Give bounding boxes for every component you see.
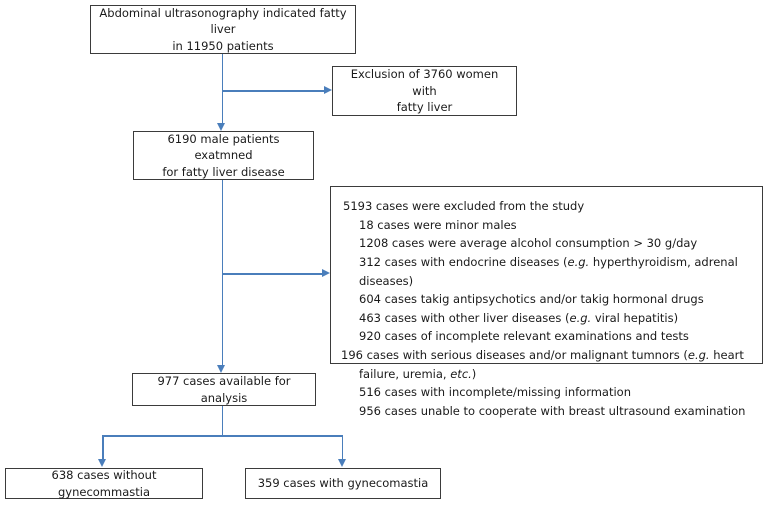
arrow-male-to-analysis xyxy=(217,365,225,373)
arrow-top-to-male xyxy=(217,123,225,131)
exclusion-item: 956 cases unable to cooperate with breas… xyxy=(359,403,746,418)
arrow-to-exclusion-criteria xyxy=(322,269,330,278)
connector-to-with-gynecomastia xyxy=(341,435,344,460)
node-with-gynecomastia: 359 cases with gynecomastia xyxy=(245,468,441,499)
connector-to-exclusion-women xyxy=(221,90,326,92)
connector-split-bar xyxy=(102,435,343,437)
exclusion-item: 1208 cases were average alcohol consumpt… xyxy=(359,236,698,251)
arrow-to-without-gynecomastia xyxy=(98,459,107,467)
exclusion-item: 18 cases were minor males xyxy=(359,217,517,232)
node-available-for-analysis: 977 cases available for analysis xyxy=(132,373,316,406)
exclusion-item: 516 cases with incomplete/missing inform… xyxy=(359,385,632,400)
exclusion-item: 196 cases with serious diseases and/or m… xyxy=(341,348,744,381)
exclusion-list: 5193 cases were excluded from the study … xyxy=(341,197,754,421)
node-male-examined: 6190 male patients exatmned for fatty li… xyxy=(133,131,314,180)
node-without-gynecomastia: 638 cases without gynecommastia xyxy=(5,468,203,499)
connector-to-exclusion-criteria xyxy=(221,273,324,275)
exclusion-item: 463 cases with other liver diseases (e.g… xyxy=(359,310,679,325)
connector-to-without-gynecomastia xyxy=(102,435,104,460)
connector-top-to-male xyxy=(221,54,224,124)
arrow-to-exclusion-women xyxy=(324,86,332,95)
node-exclusion-women: Exclusion of 3760 women with fatty liver xyxy=(332,66,517,116)
exclusion-heading: 5193 cases were excluded from the study xyxy=(343,199,585,213)
exclusion-item: 920 cases of incomplete relevant examina… xyxy=(359,329,689,344)
arrow-to-with-gynecomastia xyxy=(338,459,346,467)
node-exclusion-criteria: 5193 cases were excluded from the study … xyxy=(330,186,763,418)
connector-analysis-stem xyxy=(221,406,224,436)
exclusion-item: 312 cases with endocrine diseases (e.g. … xyxy=(359,254,738,288)
exclusion-item: 604 cases takig antipsychotics and/or ta… xyxy=(359,292,704,307)
node-total-population: Abdominal ultrasonography indicated fatt… xyxy=(90,5,356,54)
